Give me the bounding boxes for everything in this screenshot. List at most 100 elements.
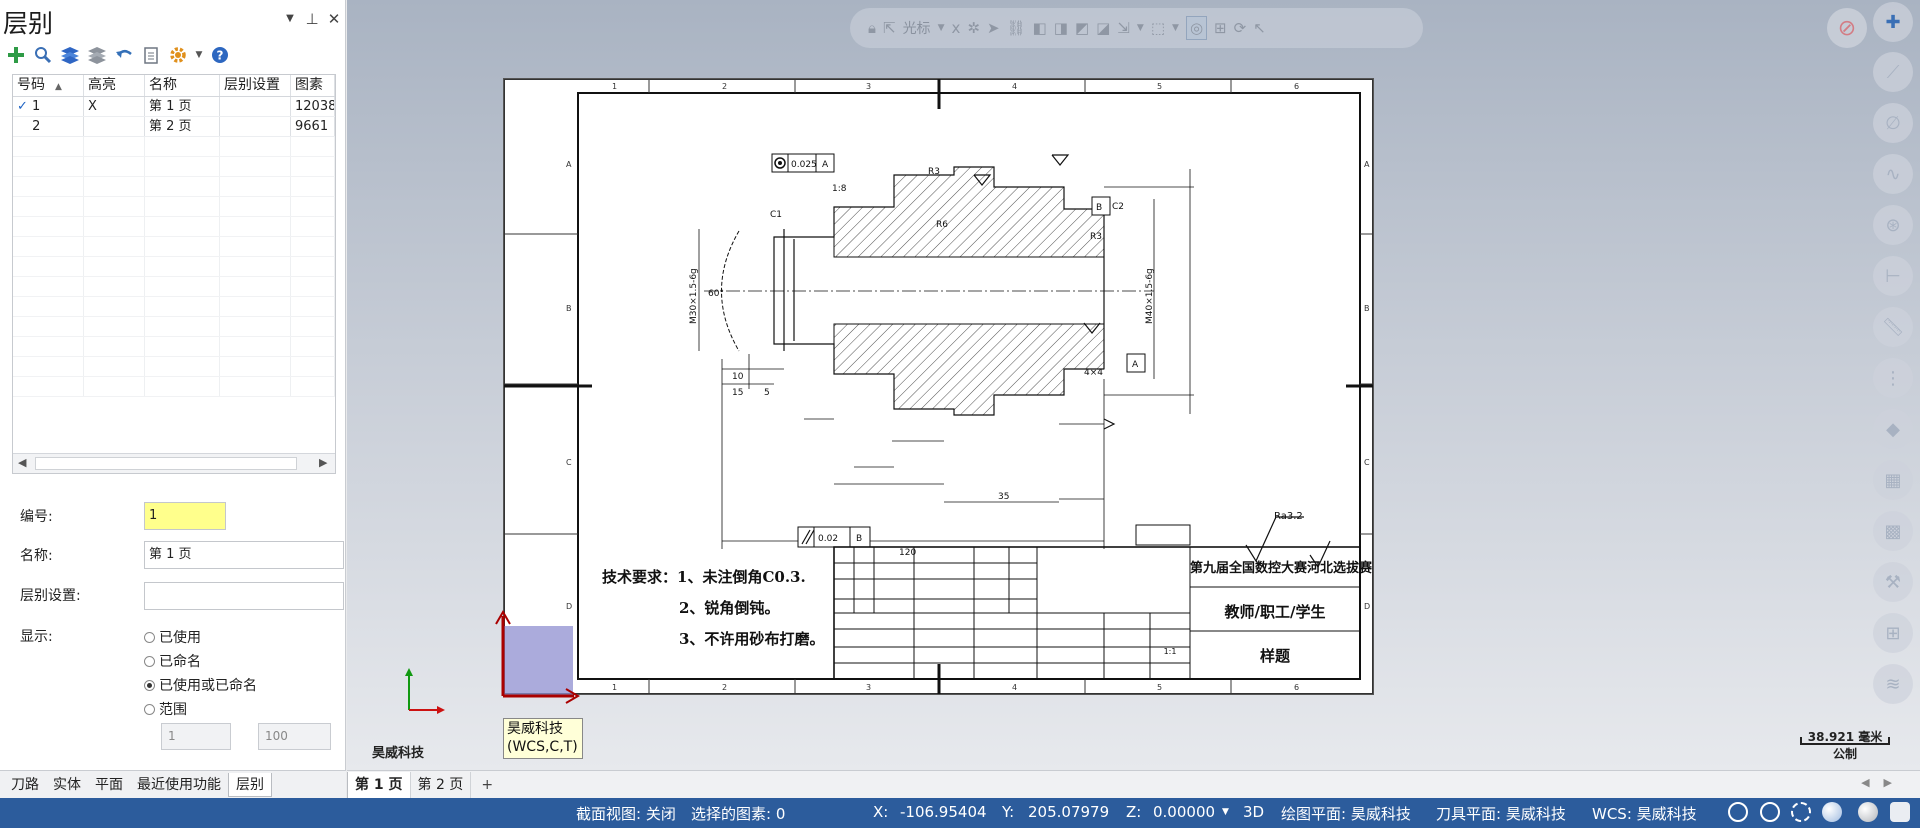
hidden-line-icon[interactable]: [1791, 802, 1811, 822]
chevron-down-icon[interactable]: ▼: [1222, 807, 1229, 817]
column-header-highlight[interactable]: 高亮: [84, 75, 145, 96]
tab-sheet-1[interactable]: 第 1 页: [347, 771, 411, 798]
radio-dot-selected[interactable]: [144, 679, 155, 691]
search-icon[interactable]: [31, 43, 55, 67]
radio-dot[interactable]: [144, 631, 155, 643]
globe-icon[interactable]: [1760, 802, 1780, 822]
baseline-dimension-icon[interactable]: ⊢: [1873, 256, 1913, 296]
panel-dropdown-icon[interactable]: ▼: [286, 13, 294, 24]
select-all-icon[interactable]: ⊞: [1214, 19, 1227, 37]
xyz-icon[interactable]: ⅹ: [951, 19, 961, 37]
snap-icon[interactable]: ✲: [967, 19, 980, 37]
dimension-linear-icon[interactable]: ⟋: [1873, 52, 1913, 92]
layers-icon[interactable]: ≋: [1873, 664, 1913, 704]
mode-3d[interactable]: 3D: [1243, 803, 1265, 821]
tab-levels[interactable]: 层别: [228, 772, 272, 797]
cursor-mode-label[interactable]: 光标: [902, 21, 931, 37]
column-header-name[interactable]: 名称: [145, 75, 220, 96]
pin-icon[interactable]: ⊥: [305, 10, 319, 28]
sheet-nav-arrows[interactable]: ◀▶: [1861, 776, 1906, 789]
close-icon[interactable]: ✕: [327, 10, 341, 28]
tab-solids[interactable]: 实体: [53, 776, 81, 793]
cube-icon[interactable]: ◧: [1032, 19, 1047, 37]
range-to-input[interactable]: 100: [258, 723, 331, 750]
lock-icon[interactable]: 🔒︎: [868, 19, 876, 37]
curve-icon[interactable]: ∿: [1873, 154, 1913, 194]
color-swatch-icon[interactable]: ▦: [1873, 460, 1913, 500]
undo-icon[interactable]: [112, 43, 136, 67]
gear-icon[interactable]: [166, 43, 190, 67]
column-header-count[interactable]: 图素: [291, 75, 335, 96]
transparency-icon[interactable]: [1890, 802, 1910, 822]
tab-toolpaths[interactable]: 刀路: [11, 776, 39, 793]
range-from-input[interactable]: 1: [161, 723, 231, 750]
scrollbar-thumb[interactable]: [35, 457, 297, 470]
table-empty-row: [13, 197, 335, 217]
column-header-number[interactable]: 号码▲: [13, 75, 84, 96]
graphics-viewport[interactable]: 🔒︎ ⇱ 光标 ▼ ⅹ ✲ ➤ ⛓︎ ◧ ◨ ◩ ◪ ⇲ ▼ ⬚ ▼ ◎ ⊞ ⟳…: [347, 0, 1920, 770]
name-input[interactable]: 第 1 页: [144, 541, 344, 569]
z-coordinate[interactable]: 0.00000: [1153, 803, 1216, 821]
radio-dot[interactable]: [144, 655, 155, 667]
solid-face-icon[interactable]: ◨: [1053, 19, 1068, 37]
shaded-icon[interactable]: [1822, 802, 1842, 822]
table-row[interactable]: ✓ 1 X 第 1 页 12038: [13, 97, 335, 117]
chevron-down-icon[interactable]: ▼: [1136, 23, 1144, 33]
tab-recent-functions[interactable]: 最近使用功能: [137, 776, 221, 793]
setting-input[interactable]: [144, 582, 344, 610]
add-icon[interactable]: [4, 43, 28, 67]
table-empty-cell: [291, 357, 335, 376]
rotate-view-icon[interactable]: ⊛: [1873, 205, 1913, 245]
red-swatch-icon[interactable]: ▩: [1873, 511, 1913, 551]
tab-planes[interactable]: 平面: [95, 776, 123, 793]
diameter-icon[interactable]: ∅: [1873, 103, 1913, 143]
horizontal-scrollbar[interactable]: ◀ ▶: [13, 453, 335, 473]
tool-plane-status[interactable]: 刀具平面: 昊威科技: [1436, 805, 1566, 823]
chevron-down-icon[interactable]: ▼: [937, 23, 945, 33]
expand-plus-icon[interactable]: ✚: [1873, 2, 1913, 42]
levels-toolbar: ▼ ?: [0, 40, 345, 70]
help-icon[interactable]: ?: [208, 43, 232, 67]
column-header-setting[interactable]: 层别设置: [220, 75, 291, 96]
radio-named[interactable]: 已命名: [144, 651, 201, 671]
scroll-left-icon[interactable]: ◀: [18, 456, 27, 469]
cursor-icon[interactable]: ⇱: [882, 19, 896, 37]
drawing-plane-status[interactable]: 绘图平面: 昊威科技: [1281, 805, 1411, 823]
clipboard-icon[interactable]: [139, 43, 163, 67]
section-view-status[interactable]: 截面视图: 关闭: [576, 805, 676, 823]
table-empty-cell: [145, 157, 220, 176]
radio-used[interactable]: 已使用: [144, 627, 201, 647]
shaded-cube-icon[interactable]: ◆: [1873, 409, 1913, 449]
select-arrow-icon[interactable]: ➤: [986, 19, 1000, 37]
chain-icon[interactable]: ⛓︎: [1006, 19, 1026, 37]
add-sheet-button[interactable]: +: [481, 776, 494, 793]
solid-body-icon[interactable]: ◩: [1074, 19, 1090, 37]
table-row[interactable]: 2 第 2 页 9661: [13, 117, 335, 137]
number-input[interactable]: 1: [144, 502, 226, 530]
verify-icon[interactable]: ◎: [1185, 16, 1208, 40]
scale-value: 38.921 毫米: [1807, 730, 1883, 744]
ruler-icon[interactable]: 📏︎: [1873, 307, 1913, 347]
chevron-down-icon[interactable]: ▼: [1172, 23, 1179, 33]
grid-icon[interactable]: ⊞: [1873, 613, 1913, 653]
color-cube-icon[interactable]: ◪: [1096, 19, 1111, 37]
clear-selection-icon[interactable]: ↖: [1253, 19, 1266, 37]
layers-icon[interactable]: [58, 43, 82, 67]
multi-tool-icon[interactable]: ⚒︎: [1873, 562, 1913, 602]
layers-gray-icon[interactable]: [85, 43, 109, 67]
radio-range[interactable]: 范围: [144, 699, 187, 719]
tab-sheet-2[interactable]: 第 2 页: [411, 771, 472, 798]
scroll-right-icon[interactable]: ▶: [319, 456, 328, 469]
radio-dot[interactable]: [144, 703, 155, 715]
gear-dropdown-icon[interactable]: ▼: [195, 49, 203, 60]
select-mode-icon[interactable]: ⇲: [1117, 19, 1130, 37]
wireframe-globe-icon[interactable]: [1728, 802, 1748, 822]
window-select-icon[interactable]: ⬚: [1150, 19, 1166, 37]
refresh-icon[interactable]: ⟳: [1233, 19, 1247, 37]
ordinate-icon[interactable]: ⋮: [1873, 358, 1913, 398]
radio-used-or-named[interactable]: 已使用或已命名: [144, 675, 257, 695]
no-entry-icon[interactable]: ⊘: [1827, 8, 1867, 48]
shaded-edges-icon[interactable]: [1858, 802, 1878, 822]
wcs-status[interactable]: WCS: 昊威科技: [1592, 805, 1697, 823]
